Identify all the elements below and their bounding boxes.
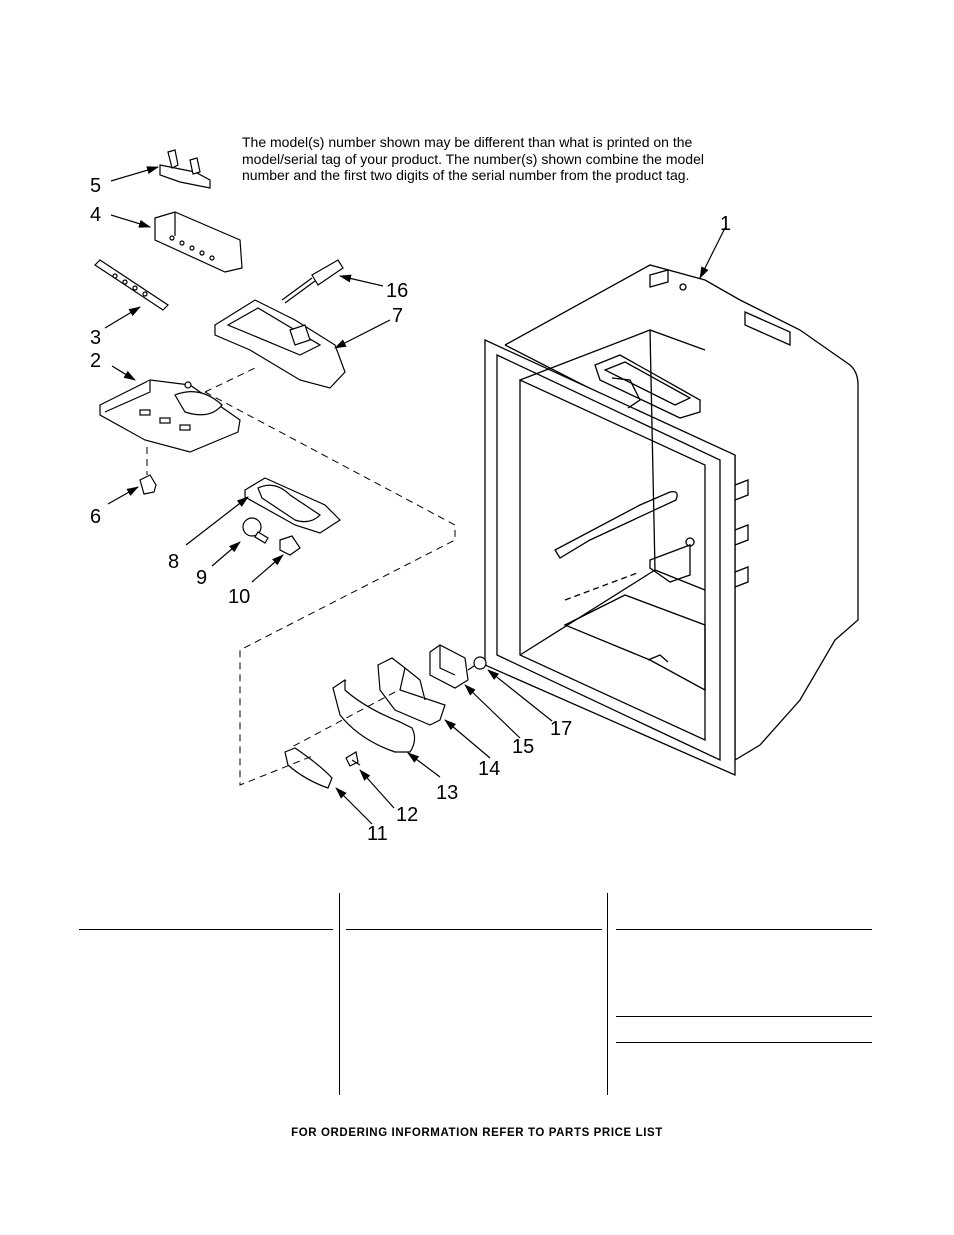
refrigerator-liner <box>484 264 859 776</box>
table-column-2-header-rule <box>346 929 602 930</box>
part-4-housing <box>154 211 243 273</box>
leader-arrows <box>104 166 726 825</box>
notice-line-1: The model(s) number shown may be differe… <box>242 134 693 150</box>
callout-7: 7 <box>392 305 403 327</box>
part-13-bezel <box>332 679 416 753</box>
part-5-bracket <box>159 149 211 189</box>
part-15-dispenser-module <box>429 644 469 689</box>
callout-13: 13 <box>436 782 458 804</box>
callout-15: 15 <box>512 736 534 758</box>
callout-12: 12 <box>396 804 418 826</box>
notice-line-3: number and the first two digits of the s… <box>242 167 690 183</box>
callout-14: 14 <box>478 758 500 780</box>
callout-10: 10 <box>228 586 250 608</box>
callout-5: 5 <box>90 175 101 197</box>
table-column-3-rule-2 <box>616 1016 872 1017</box>
notice-line-2: model/serial tag of your product. The nu… <box>242 150 704 167</box>
callout-4: 4 <box>90 204 101 226</box>
part-14-bracket <box>377 657 446 726</box>
callout-1: 1 <box>720 213 731 235</box>
callout-2: 2 <box>90 350 101 372</box>
callout-3: 3 <box>90 327 101 349</box>
part-9-bulb <box>242 517 269 544</box>
part-3-label <box>94 259 169 311</box>
table-column-1-header-rule <box>79 929 333 930</box>
callout-11: 11 <box>367 823 388 845</box>
part-2-control-housing <box>99 379 241 453</box>
callout-6: 6 <box>90 506 101 528</box>
table-column-3-header-rule <box>616 929 872 930</box>
assembly-dashed-lines <box>146 367 456 786</box>
ordering-info-footer: FOR ORDERING INFORMATION REFER TO PARTS … <box>291 1127 663 1139</box>
part-10-socket <box>279 535 301 556</box>
callout-8: 8 <box>168 551 179 573</box>
part-7-cover <box>214 299 346 389</box>
part-8-lamp-housing <box>244 477 341 534</box>
callout-16: 16 <box>386 280 408 302</box>
part-17-screw <box>467 656 487 671</box>
part-16-sensor <box>281 259 344 304</box>
callout-17: 17 <box>550 718 572 740</box>
model-number-notice: The model(s) number shown may be differe… <box>242 134 742 184</box>
table-divider-2 <box>607 893 608 1095</box>
callout-9: 9 <box>196 567 207 589</box>
table-divider-1 <box>339 893 340 1095</box>
callout-labels: 5 4 3 2 1 16 7 6 8 9 10 17 15 14 13 12 1… <box>90 175 731 845</box>
table-column-3-rule-3 <box>616 1042 872 1043</box>
part-6-clip <box>139 474 157 495</box>
part-11-trim <box>284 747 333 789</box>
part-12-screw <box>345 751 361 767</box>
